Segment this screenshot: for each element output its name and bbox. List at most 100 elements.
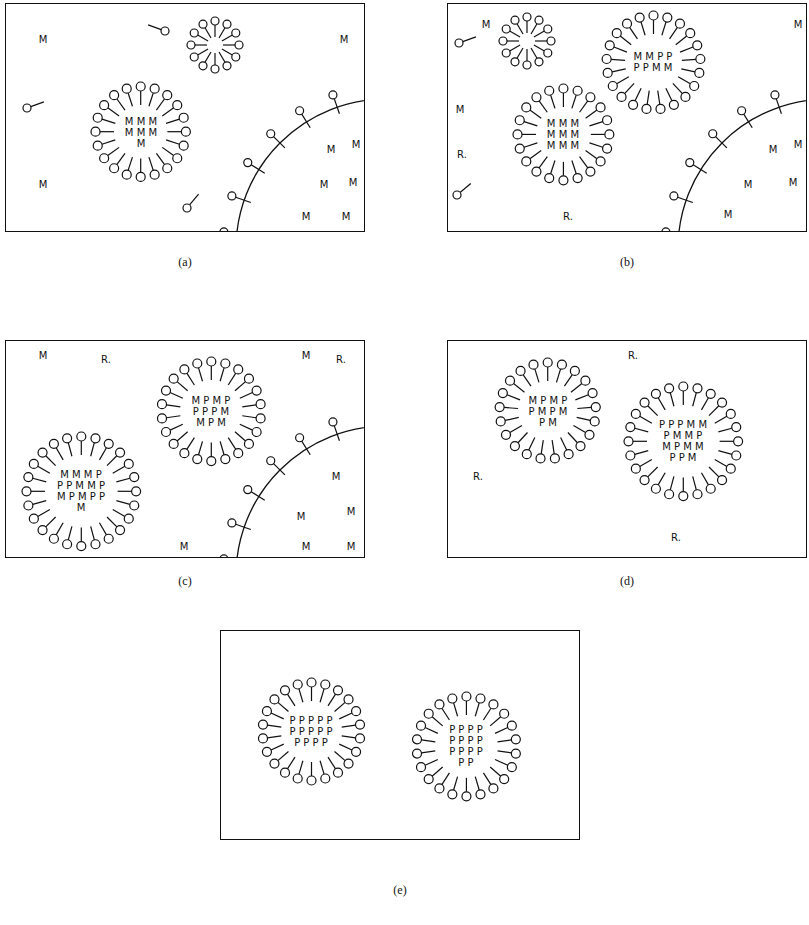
species-letter: M	[482, 19, 491, 30]
surfactant-head	[187, 41, 195, 49]
surfactant-tail	[716, 137, 727, 148]
surfactant-molecule	[112, 459, 133, 473]
surfactant-tail	[334, 751, 345, 760]
surfactant-tail	[657, 90, 659, 104]
surfactant-molecule	[169, 431, 187, 448]
surfactant-tail	[219, 28, 225, 38]
surfactant-tail	[680, 46, 693, 51]
surfactant-head	[604, 129, 613, 138]
surfactant-molecule	[280, 685, 295, 705]
surfactant-molecule	[651, 472, 665, 493]
surfactant-tail	[223, 44, 235, 45]
surfactant-molecule	[531, 48, 543, 66]
surfactant-tail	[633, 440, 647, 441]
species-letter: R.	[628, 350, 638, 361]
surfactant-molecule	[327, 685, 342, 705]
surfactant-head	[221, 359, 230, 368]
surfactant-molecule	[631, 409, 652, 423]
surfactant-head	[706, 484, 715, 493]
surfactant-molecule	[665, 88, 678, 109]
surfactant-molecule	[640, 467, 658, 485]
surfactant-head	[136, 82, 145, 91]
surfactant-head	[588, 389, 597, 398]
surfactant-head	[244, 374, 253, 383]
surfactant-tail	[220, 441, 224, 454]
surfactant-molecule	[515, 115, 537, 125]
surfactant-molecule	[163, 101, 182, 116]
surfactant-tail	[186, 437, 194, 449]
surfactant-head	[488, 699, 497, 708]
surfactant-molecule	[578, 403, 601, 412]
surfactant-molecule	[91, 127, 114, 136]
surfactant-tail	[214, 25, 215, 37]
surfactant-molecule	[190, 49, 208, 61]
surfactant-tail	[310, 762, 311, 776]
surfactant-tail	[271, 713, 284, 719]
surfactant-tail	[37, 509, 49, 516]
surfactant-tail	[576, 395, 589, 400]
surfactant-molecule	[483, 699, 498, 719]
surfactant-head	[651, 484, 660, 493]
surfactant-tail	[640, 21, 644, 34]
surfactant-tail	[163, 148, 174, 156]
surfactant-head	[544, 173, 553, 182]
surfactant-molecule	[624, 436, 647, 445]
surfactant-molecule	[628, 88, 641, 109]
surfactant-tail	[547, 367, 548, 381]
surfactant-tail	[117, 99, 125, 110]
monomer-letter: M	[349, 177, 358, 188]
surfactant-molecule	[222, 29, 240, 41]
surfactant-head	[124, 459, 133, 468]
surfactant-head	[581, 376, 590, 385]
surfactant-tail	[529, 150, 540, 158]
surfactant-head	[544, 86, 553, 95]
surfactant-molecule	[258, 733, 281, 742]
surfactant-molecule	[544, 160, 554, 182]
surfactant-tail	[647, 90, 649, 104]
surfactant-molecule	[738, 107, 753, 128]
surfactant-molecule	[220, 228, 244, 231]
surfactant-tail	[635, 88, 641, 101]
surfactant-molecule	[544, 86, 554, 108]
monomer-droplet: MMMMM	[211, 407, 364, 557]
surfactant-head	[631, 409, 640, 418]
surfactant-molecule	[239, 424, 260, 436]
surfactant-head	[499, 37, 507, 45]
surfactant-molecule	[579, 156, 594, 175]
droplet-outline	[216, 82, 364, 231]
surfactant-tail	[102, 119, 115, 123]
surfactant-tail	[518, 433, 528, 443]
surfactant-molecule	[531, 16, 543, 34]
surfactant-head	[626, 451, 635, 460]
monomer-letter: M	[744, 179, 753, 190]
surfactant-head	[576, 442, 585, 451]
surfactant-head	[244, 486, 252, 494]
surfactant-molecule	[513, 129, 536, 138]
surfactant-head	[516, 367, 525, 376]
surfactant-molecule	[502, 45, 520, 57]
surfactant-tail	[163, 108, 174, 116]
surfactant-molecule	[244, 486, 265, 501]
surfactant-molecule	[22, 486, 45, 495]
surfactant-tail	[236, 197, 251, 202]
surfactant-molecule	[258, 720, 281, 729]
surfactant-head	[211, 17, 219, 25]
surfactant-head	[228, 519, 236, 527]
surfactant-molecule	[157, 91, 172, 110]
surfactant-head	[622, 19, 631, 28]
surfactant-molecule	[320, 760, 330, 782]
surfactant-tail	[550, 95, 554, 108]
surfactant-tail	[693, 165, 707, 173]
surfactant-head	[717, 475, 726, 484]
surfactant-head	[180, 448, 189, 457]
surfactant-molecule	[24, 500, 46, 509]
surfactant-tail	[475, 702, 479, 715]
surfactant-head	[631, 464, 640, 473]
surfactant-head	[199, 62, 207, 70]
surfactant-head	[717, 398, 726, 407]
surfactant-head	[571, 367, 580, 376]
surfactant-molecule	[62, 526, 71, 548]
surfactant-tail	[128, 157, 132, 170]
panel-caption: (d)	[620, 574, 634, 588]
surfactant-head	[412, 749, 421, 758]
